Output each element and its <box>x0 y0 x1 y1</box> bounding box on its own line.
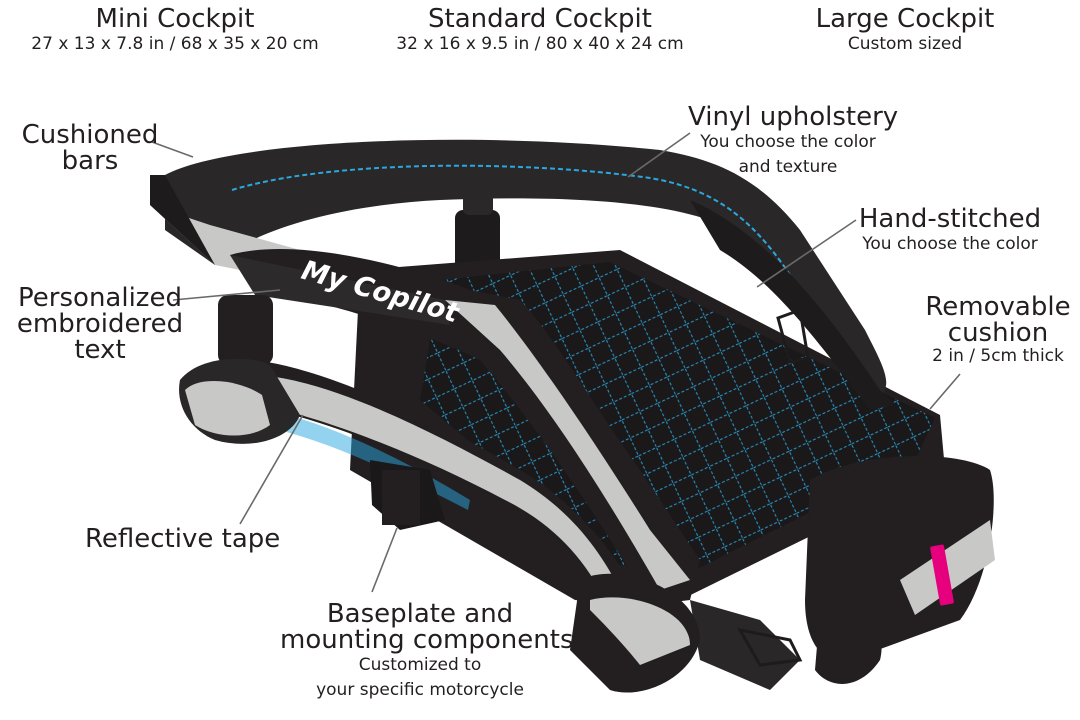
right-rail <box>690 200 895 410</box>
callout-baseplate-sub2: your specific motorcycle <box>316 680 524 700</box>
leader-cushioned <box>151 141 194 158</box>
size-large-title: Large Cockpit <box>815 4 995 34</box>
callout-cushion-line1: Removable <box>925 292 1071 322</box>
callout-personalized-line1: Personalized <box>18 283 182 313</box>
callout-reflective-title: Reflective tape <box>85 524 281 554</box>
leader-vinyl <box>627 132 691 178</box>
leader-baseplate <box>371 527 398 593</box>
callout-baseplate-line2: mounting components <box>280 625 574 655</box>
bottom-bumper <box>805 456 994 661</box>
callout-cushioned-line2: bars <box>61 146 119 176</box>
leader-stitched <box>756 219 857 288</box>
callout-cushion-sub: 2 in / 5cm thick <box>932 346 1064 366</box>
leader-cushion <box>929 373 961 410</box>
callout-baseplate-sub1: Customized to <box>358 655 482 675</box>
callout-stitched-sub: You choose the color <box>862 234 1038 254</box>
leader-lines <box>151 132 961 593</box>
callout-baseplate-line1: Baseplate and <box>326 599 514 629</box>
rear-post <box>455 210 500 270</box>
size-standard-dims: 32 x 16 x 9.5 in / 80 x 40 x 24 cm <box>396 34 684 54</box>
back-bar <box>165 139 887 395</box>
callout-vinyl-sub1: You choose the color <box>700 132 876 152</box>
left-post <box>218 295 273 365</box>
size-large-dims: Custom sized <box>847 34 963 54</box>
callout-personalized-line2: embroidered <box>16 309 184 339</box>
callout-cushioned-line1: Cushioned <box>21 120 159 150</box>
leader-personalized <box>172 289 281 301</box>
tag-label <box>930 544 954 606</box>
callout-vinyl-sub2: and texture <box>738 157 838 177</box>
leader-reflective <box>239 414 304 525</box>
reflective-tape <box>445 300 690 590</box>
callout-stitched-title: Hand-stitched <box>858 204 1042 234</box>
callout-personalized-line3: text <box>74 335 126 365</box>
size-mini-title: Mini Cockpit <box>95 4 255 34</box>
callout-vinyl-title: Vinyl upholstery <box>688 102 899 132</box>
size-mini-dims: 27 x 13 x 7.8 in / 68 x 35 x 20 cm <box>31 34 319 54</box>
size-standard-title: Standard Cockpit <box>428 4 652 34</box>
callout-cushion-line2: cushion <box>947 318 1049 348</box>
